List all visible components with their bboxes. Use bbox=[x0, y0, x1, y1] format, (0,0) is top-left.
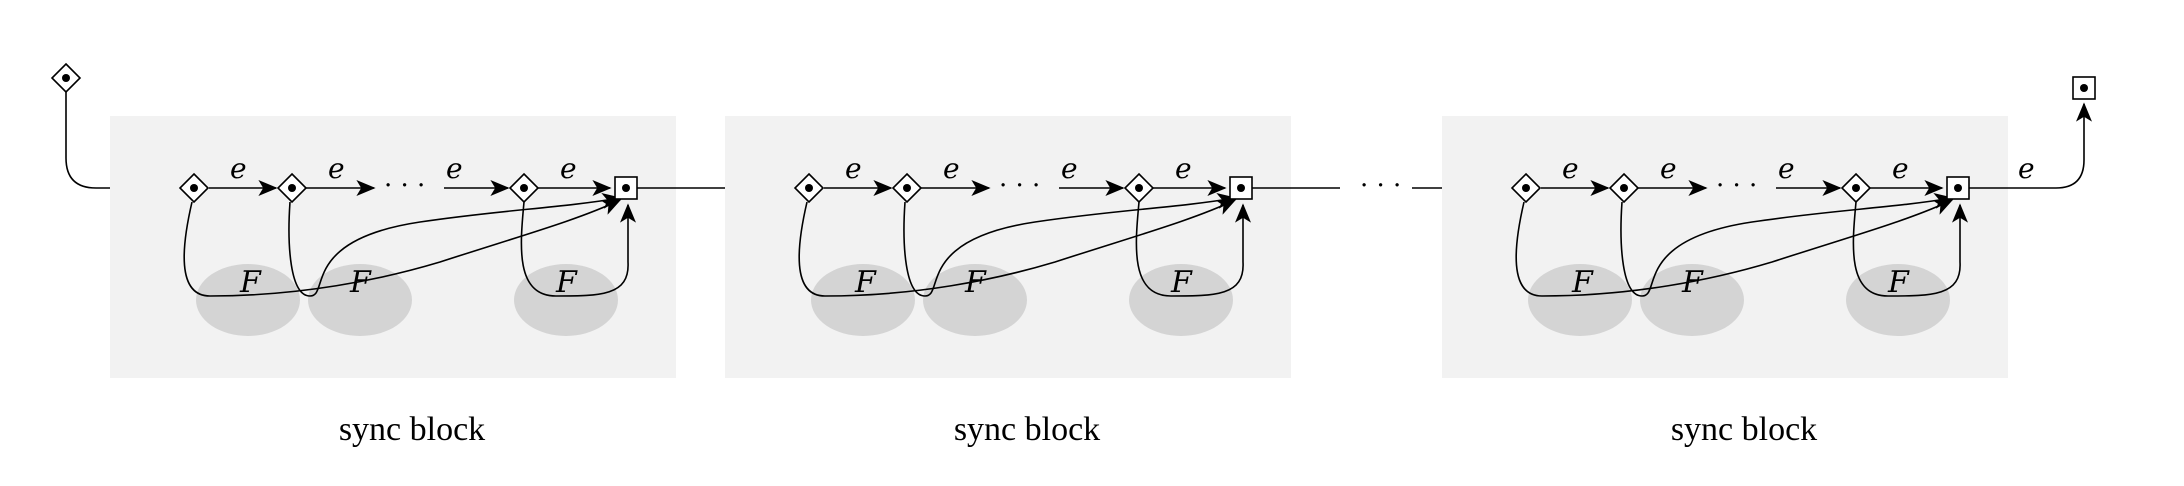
source-node bbox=[276, 172, 308, 204]
source-node bbox=[1608, 172, 1640, 204]
function-ellipse-3 bbox=[1129, 264, 1233, 336]
function-label-2: F bbox=[349, 265, 372, 300]
function-curve-3 bbox=[1852, 201, 1961, 297]
function-ellipse-3 bbox=[514, 264, 618, 336]
sink-node bbox=[1946, 176, 1970, 200]
function-curve-1 bbox=[798, 199, 1237, 297]
sync-block-1: F F F e e e e · · · sync block bbox=[110, 116, 676, 448]
edge-label: e bbox=[845, 152, 862, 185]
function-ellipse-1 bbox=[1528, 264, 1632, 336]
function-label-1: F bbox=[1571, 265, 1594, 300]
edge-label: e bbox=[230, 152, 247, 185]
block-background bbox=[110, 116, 676, 378]
function-curve-2 bbox=[288, 192, 622, 297]
function-curve-3 bbox=[1135, 201, 1244, 297]
function-ellipse-2 bbox=[1640, 264, 1744, 336]
start-edge bbox=[65, 92, 180, 196]
function-label-3: F bbox=[1887, 265, 1910, 300]
function-curve-2 bbox=[903, 192, 1237, 297]
source-node bbox=[1510, 172, 1542, 204]
function-label-1: F bbox=[239, 265, 262, 300]
sync-block-2: F F F e e e e · · · sync block bbox=[725, 116, 1291, 448]
end-node bbox=[2072, 76, 2096, 100]
function-label-1: F bbox=[854, 265, 877, 300]
edge-label: e bbox=[1061, 152, 1078, 185]
function-label-2: F bbox=[964, 265, 987, 300]
ellipsis: · · · bbox=[999, 171, 1040, 201]
function-label-2: F bbox=[1681, 265, 1704, 300]
function-curve-1 bbox=[1515, 199, 1954, 297]
function-label-3: F bbox=[555, 265, 578, 300]
ellipsis: · · · bbox=[1716, 171, 1757, 201]
function-ellipse-2 bbox=[923, 264, 1027, 336]
edge-label: e bbox=[2018, 152, 2035, 185]
sync-block-3: F F F e e e e · · · sync block bbox=[1442, 116, 2008, 448]
function-ellipse-3 bbox=[1846, 264, 1950, 336]
source-node bbox=[178, 172, 210, 204]
source-node bbox=[793, 172, 825, 204]
function-ellipse-2 bbox=[308, 264, 412, 336]
ellipsis: · · · bbox=[384, 171, 425, 201]
block-background bbox=[1442, 116, 2008, 378]
edge-label: e bbox=[446, 152, 463, 185]
source-node bbox=[1840, 172, 1872, 204]
sink-node bbox=[1229, 176, 1253, 200]
block-caption: sync block bbox=[339, 411, 485, 448]
edge-label: e bbox=[1778, 152, 1795, 185]
function-curve-1 bbox=[183, 199, 622, 297]
edge-label: e bbox=[1892, 152, 1909, 185]
edge-label: e bbox=[328, 152, 345, 185]
sink-node bbox=[614, 176, 638, 200]
source-node bbox=[1123, 172, 1155, 204]
block-background bbox=[725, 116, 1291, 378]
end-edge bbox=[1969, 102, 2092, 189]
edge-label: e bbox=[1660, 152, 1677, 185]
function-curve-2 bbox=[1620, 192, 1954, 297]
edge-label: e bbox=[1175, 152, 1192, 185]
source-node bbox=[508, 172, 540, 204]
edge-label: e bbox=[943, 152, 960, 185]
start-node bbox=[50, 62, 82, 94]
block-caption: sync block bbox=[1671, 411, 1817, 448]
edge-label: e bbox=[560, 152, 577, 185]
between-blocks-ellipsis: · · · bbox=[1360, 171, 1401, 201]
edge-label: e bbox=[1562, 152, 1579, 185]
block-caption: sync block bbox=[954, 411, 1100, 448]
function-ellipse-1 bbox=[196, 264, 300, 336]
source-node bbox=[891, 172, 923, 204]
function-curve-3 bbox=[520, 201, 629, 297]
function-ellipse-1 bbox=[811, 264, 915, 336]
function-label-3: F bbox=[1170, 265, 1193, 300]
